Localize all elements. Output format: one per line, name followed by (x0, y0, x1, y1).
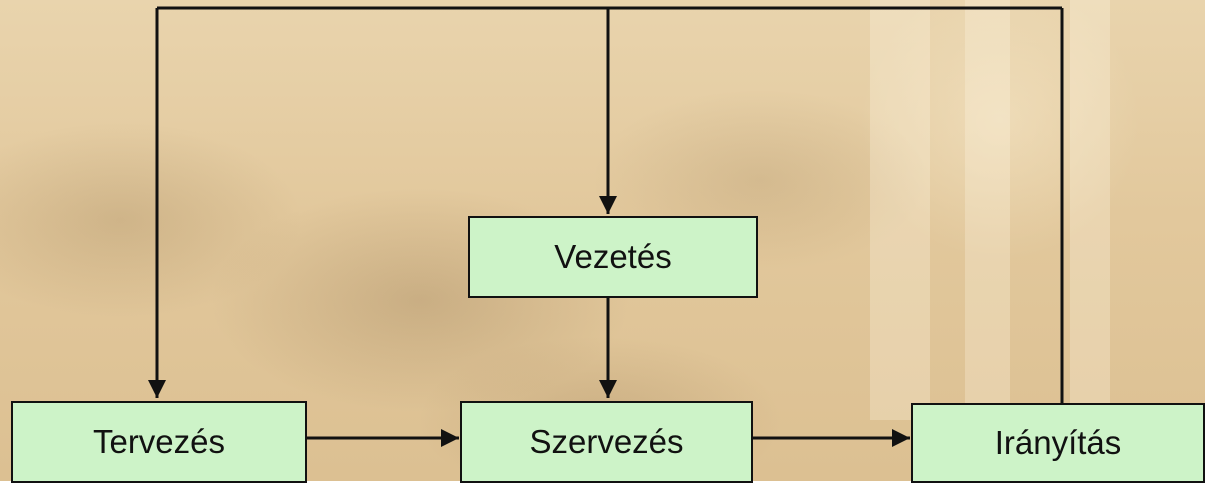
background-column (1070, 0, 1110, 420)
node-iranyitas-label: Irányítás (994, 424, 1122, 461)
background-column (965, 0, 1010, 420)
background-column (870, 0, 930, 420)
node-szervezes-label: Szervezés (529, 423, 684, 460)
node-vezetes-label: Vezetés (554, 238, 672, 275)
node-tervezes: Tervezés (11, 401, 307, 483)
node-iranyitas: Irányítás (911, 403, 1205, 483)
node-vezetes: Vezetés (468, 216, 758, 298)
node-szervezes: Szervezés (460, 401, 753, 483)
node-tervezes-label: Tervezés (92, 423, 226, 460)
